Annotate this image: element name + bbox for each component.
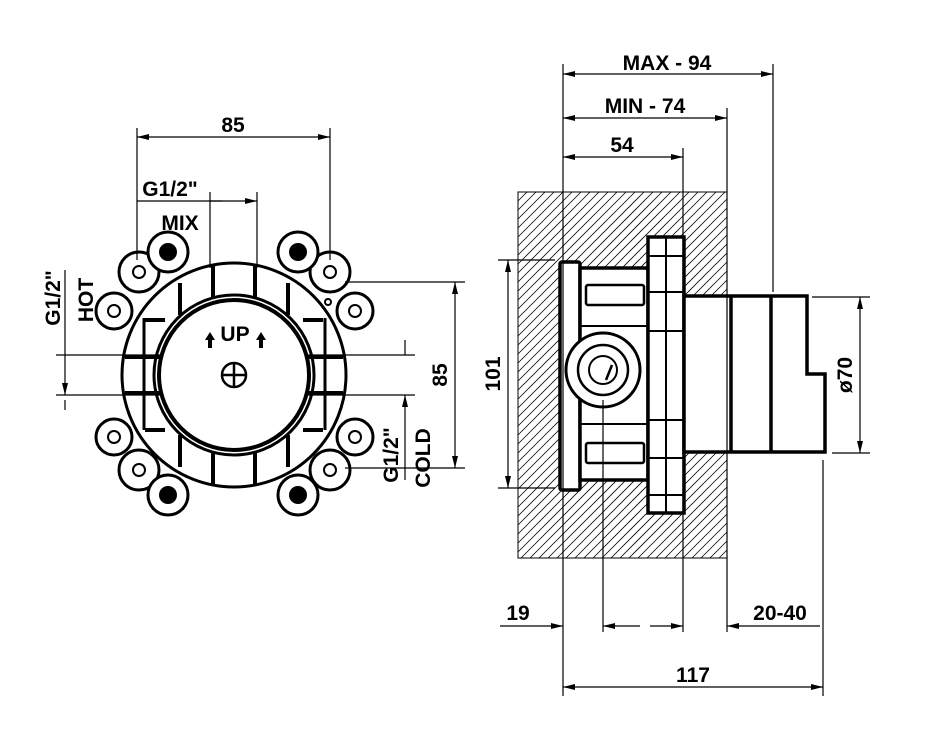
dim-min: MIN - 74 xyxy=(605,95,686,118)
hatch-line xyxy=(517,191,663,337)
dim-front-height: 85 xyxy=(429,363,452,387)
dim-diameter-70: ø70 xyxy=(834,357,857,393)
hatch-line xyxy=(517,191,564,238)
hatch-line xyxy=(682,513,728,559)
dim-20-40: 20-40 xyxy=(753,602,807,625)
valve-body xyxy=(157,298,311,452)
cross-mark-icon xyxy=(220,361,248,389)
cold-thread-label: G1/2" xyxy=(380,427,403,482)
hatch-line xyxy=(718,549,728,559)
screws xyxy=(159,243,307,504)
hatch-line xyxy=(700,531,728,559)
dimension-lines xyxy=(56,128,465,480)
hatch-line xyxy=(517,191,618,292)
hatch-line xyxy=(646,477,728,559)
hatch-line xyxy=(517,191,636,310)
hatch-line xyxy=(517,191,591,265)
dim-max: MAX - 94 xyxy=(623,52,712,75)
hatch-line xyxy=(517,191,528,202)
dim-front-width: 85 xyxy=(221,114,245,137)
dim-54: 54 xyxy=(610,134,634,157)
hot-label: HOT xyxy=(75,278,98,323)
dim-101: 101 xyxy=(482,356,505,391)
front-view: UP 85 G1/2" MIX G1/2" HOT G1/2" COLD 85 xyxy=(42,114,465,517)
hatch-line xyxy=(517,191,645,319)
side-dimension-lines xyxy=(498,64,870,696)
up-marking: UP xyxy=(220,323,249,346)
hot-thread-label: G1/2" xyxy=(42,270,65,325)
dim-19: 19 xyxy=(506,602,529,625)
ribs xyxy=(125,265,343,485)
side-view: MAX - 94 MIN - 74 54 101 ø70 19 20-40 11… xyxy=(482,52,870,696)
cold-label: COLD xyxy=(412,428,435,488)
hatch-line xyxy=(664,495,728,559)
hatch-line xyxy=(517,191,546,220)
valve-side xyxy=(558,235,827,515)
valve-body-ring xyxy=(152,293,316,457)
hatch-line xyxy=(517,191,654,328)
hatch-line xyxy=(517,191,627,301)
hatch-line xyxy=(709,540,728,559)
mounting-holes xyxy=(107,265,362,477)
mix-label: MIX xyxy=(161,212,198,235)
hatch-line xyxy=(517,191,537,211)
hatch-line xyxy=(655,486,728,559)
hatch-line xyxy=(517,191,555,229)
hatch-line xyxy=(691,522,728,559)
dim-117: 117 xyxy=(676,664,710,687)
mix-thread-label: G1/2" xyxy=(142,178,197,201)
hatch-line xyxy=(517,191,582,256)
up-arrow-icon xyxy=(205,332,266,348)
